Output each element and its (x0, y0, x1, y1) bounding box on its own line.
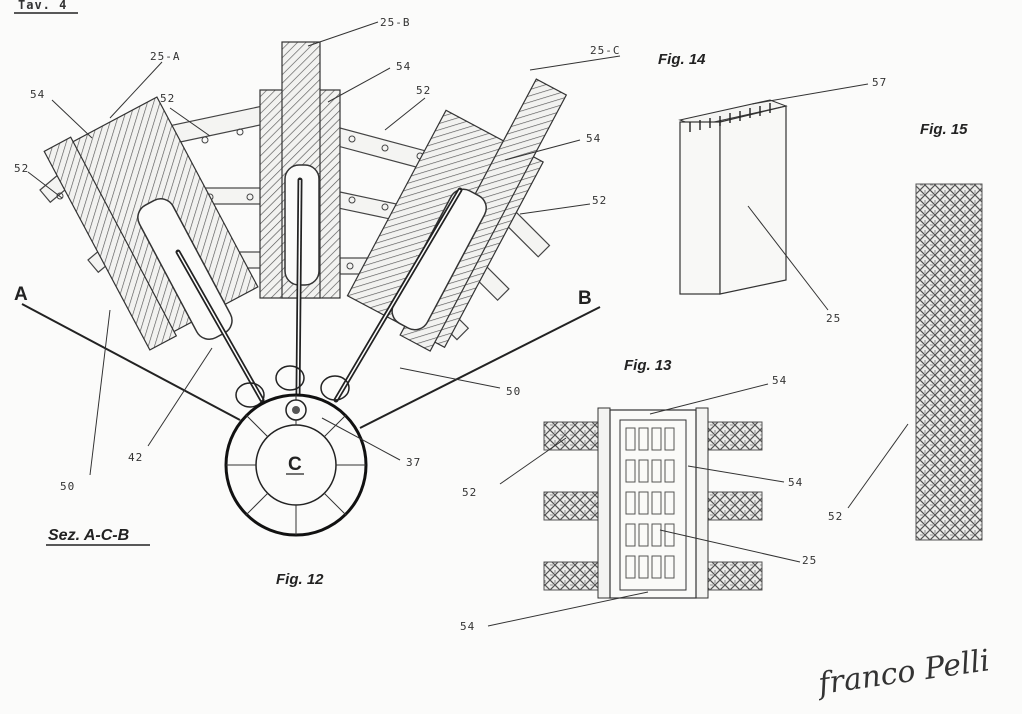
label-52-left: 52 (14, 162, 29, 175)
hub-loops (235, 365, 350, 408)
section-mark-b: B (578, 288, 592, 309)
label-54-left: 54 (30, 88, 45, 101)
fig12-leader-lines (27, 21, 621, 476)
fig13-label-54-bottom: 54 (460, 620, 475, 633)
label-50-right: 50 (506, 385, 521, 398)
fig15-drawing: 52 Fig. 15 (828, 121, 983, 541)
fig14-label-25: 25 (826, 312, 841, 325)
label-25-a: 25-A (150, 50, 181, 63)
fig14-drawing: 57 25 Fig. 14 (658, 51, 887, 325)
label-52-right: 52 (592, 194, 607, 207)
section-mark-a: A (14, 284, 28, 305)
fig13-label-54-top: 54 (772, 374, 787, 387)
label-37: 37 (406, 456, 421, 469)
fig13-label-25: 25 (802, 554, 817, 567)
label-42: 42 (128, 451, 143, 464)
fig13-leader-lines (487, 383, 801, 627)
fig12-drawing: C A B 25-B 25-A 25-C 54 (14, 16, 621, 588)
fig15-leader-line (847, 423, 909, 509)
section-mark-c: C (288, 454, 302, 475)
label-25-b: 25-B (380, 16, 411, 29)
block-25-a (43, 96, 259, 351)
fig13-drawing: 54 54 54 52 25 Fig. 13 (460, 357, 817, 633)
fig12-section-title: Sez. A-C-B (48, 527, 129, 544)
sheet-label: Tav. 4 (18, 0, 67, 12)
fig12-caption: Fig. 12 (276, 571, 324, 588)
hub-c: C (224, 393, 368, 537)
fig15-caption: Fig. 15 (920, 121, 968, 138)
fig14-leader-lines (747, 83, 869, 311)
fig14-label-57: 57 (872, 76, 887, 89)
label-50-left: 50 (60, 480, 75, 493)
braided-strap (915, 183, 983, 541)
rod-highlights (177, 179, 461, 401)
block-25-c (346, 78, 568, 352)
label-25-c: 25-C (590, 44, 621, 57)
section-line-a (21, 303, 241, 421)
fig15-label-52: 52 (828, 510, 843, 523)
label-52-top-left: 52 (160, 92, 175, 105)
fig13-grid-cells (625, 427, 675, 579)
section-line-b (359, 306, 601, 429)
fig13-label-54-right: 54 (788, 476, 803, 489)
label-54-right: 54 (586, 132, 601, 145)
fig13-label-52: 52 (462, 486, 477, 499)
fig14-slots (689, 103, 771, 132)
signature: franco Pelli (814, 643, 992, 702)
fig14-caption: Fig. 14 (658, 51, 706, 68)
fig13-caption: Fig. 13 (624, 357, 672, 374)
label-54-center: 54 (396, 60, 411, 73)
label-52-top-right: 52 (416, 84, 431, 97)
